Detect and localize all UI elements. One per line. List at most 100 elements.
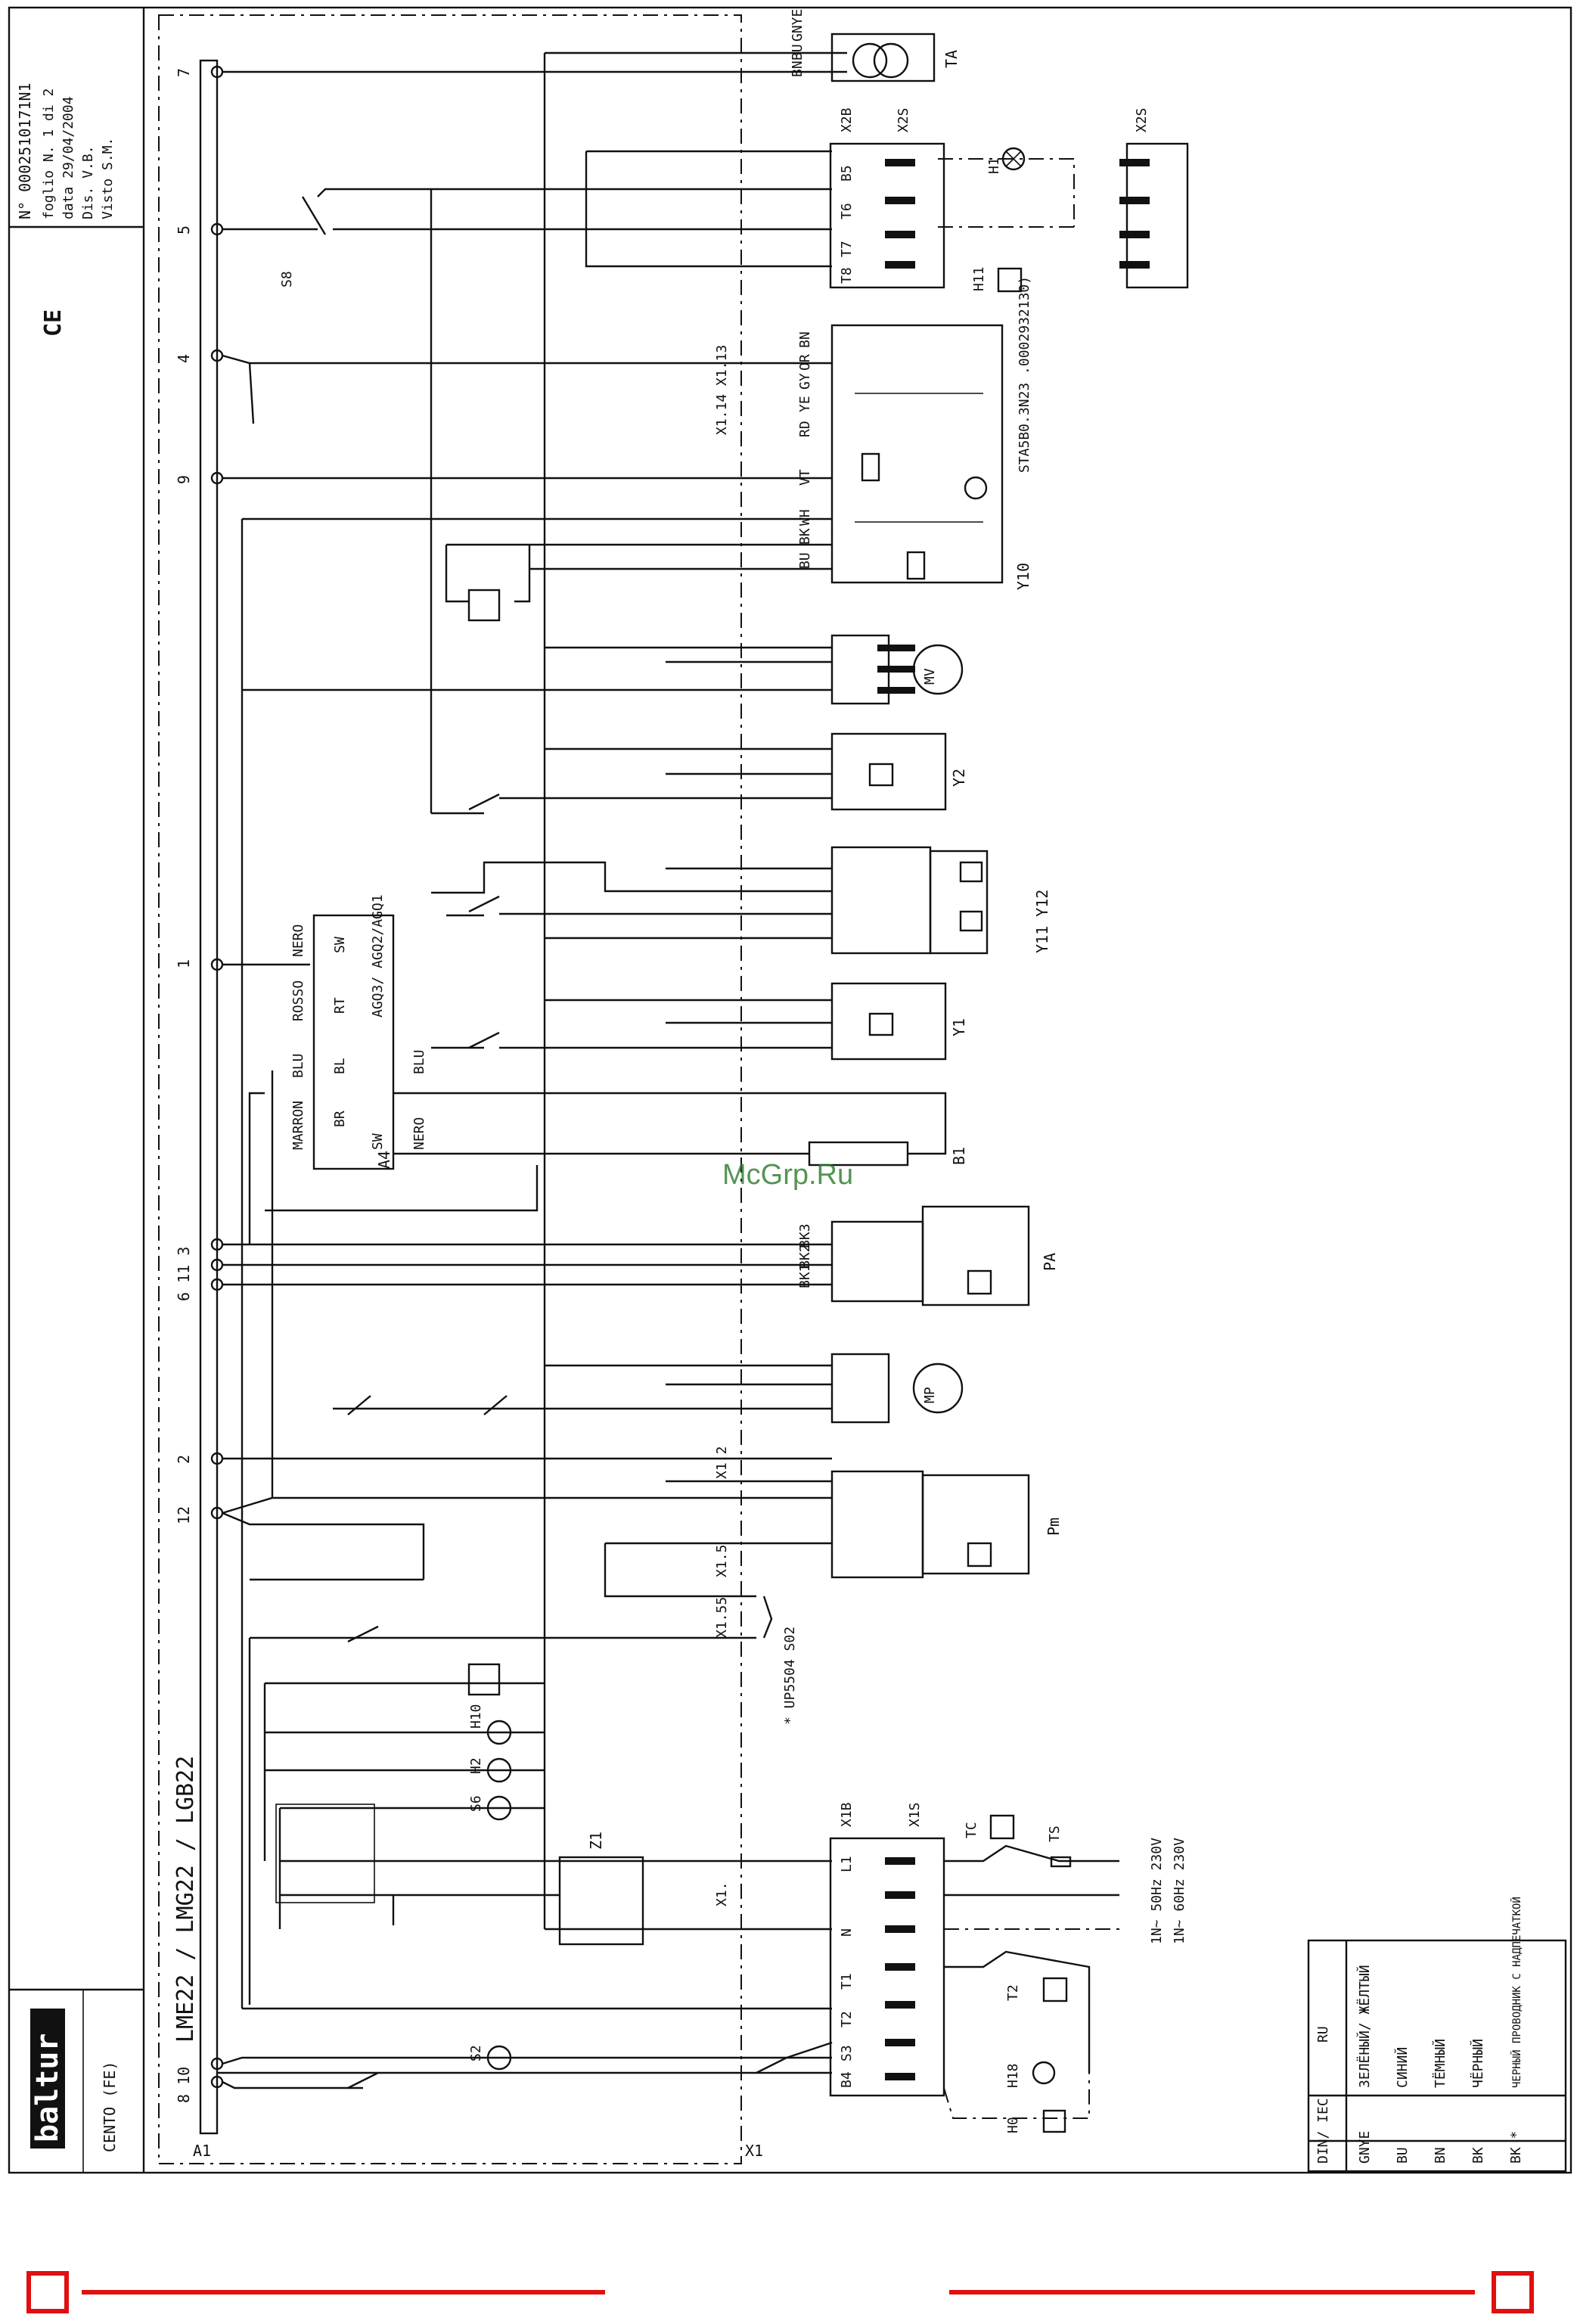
- svg-text:N: N: [839, 1928, 855, 1937]
- svg-text:5: 5: [175, 225, 193, 235]
- svg-text:NERO: NERO: [290, 924, 306, 957]
- mv-fan-motor: MV: [830, 634, 964, 705]
- svg-text:H11: H11: [971, 266, 987, 291]
- sheet-frame: [8, 6, 1572, 2174]
- x2-connector: X2B X2S B5 T6 T7 T8: [829, 107, 945, 289]
- svg-text:X1.55: X1.55: [714, 1597, 730, 1638]
- checked-by: Visto S.M.: [100, 138, 116, 219]
- svg-text:BR: BR: [332, 1111, 348, 1127]
- svg-text:S6: S6: [468, 1795, 484, 1812]
- svg-text:baltur: baltur: [30, 2034, 65, 2143]
- svg-text:AGQ3/ AGQ2/AGQ1: AGQ3/ AGQ2/AGQ1: [370, 894, 386, 1018]
- svg-text:7: 7: [175, 68, 193, 77]
- svg-text:X1.5: X1.5: [714, 1545, 730, 1577]
- pm-pressure-switch: Pm * UP5504 S02 X1.5 X1.55 X1.2: [714, 1446, 1063, 1725]
- svg-text:Z1: Z1: [587, 1832, 605, 1850]
- svg-text:Pm: Pm: [1045, 1518, 1063, 1536]
- relay-contacts: [347, 589, 508, 1696]
- svg-text:Y1: Y1: [950, 1018, 968, 1036]
- svg-text:H1: H1: [986, 157, 1002, 174]
- svg-text:YE: YE: [797, 396, 813, 412]
- svg-text:BK2: BK2: [797, 1244, 813, 1269]
- z1-filter: Z1: [558, 1832, 644, 1946]
- page-corner-markers: [26, 2271, 1534, 2313]
- svg-text:MV: MV: [922, 668, 938, 685]
- svg-text:BLU: BLU: [411, 1049, 427, 1074]
- svg-text:RU: RU: [1315, 2026, 1331, 2043]
- y10-gas-valve-control: STA5B0.3N23 .0002932130) Y10 BN OR GY YE…: [714, 276, 1032, 590]
- mp-pump-motor: MP: [830, 1353, 964, 1424]
- svg-text:BLU: BLU: [290, 1053, 306, 1078]
- svg-text:X1.14: X1.14: [714, 394, 730, 435]
- svg-text:T7: T7: [839, 241, 855, 257]
- svg-text:BN: BN: [797, 331, 813, 348]
- svg-text:DIN/ IEC: DIN/ IEC: [1315, 2098, 1331, 2164]
- main-wiring: [210, 51, 947, 2089]
- svg-text:1N~ 60Hz 230V: 1N~ 60Hz 230V: [1172, 1838, 1187, 1944]
- svg-text:BU: BU: [797, 552, 813, 569]
- svg-text:* UP5504 S02: * UP5504 S02: [782, 1626, 798, 1725]
- svg-text:ЗЕЛЁНЫЙ/ ЖЁЛТЫЙ: ЗЕЛЁНЫЙ/ ЖЁЛТЫЙ: [1356, 1965, 1373, 2088]
- svg-text:WH: WH: [797, 509, 813, 526]
- svg-text:H10: H10: [468, 1704, 484, 1729]
- a4-flame-module: A4 SW RT BL BR SW AGQ3/ AGQ2/AGQ1 NERO R…: [290, 894, 427, 1170]
- svg-text:Y2: Y2: [950, 769, 968, 787]
- svg-text:BU: BU: [790, 44, 806, 61]
- s8-switch: S8: [279, 196, 327, 287]
- svg-text:ROSSO: ROSSO: [290, 980, 306, 1021]
- pa-air-pressure-switch: PA BK3 BK2 BK1: [797, 1205, 1059, 1306]
- svg-text:ТЁМНЫЙ: ТЁМНЫЙ: [1432, 2039, 1448, 2088]
- svg-text:BN: BN: [790, 61, 806, 77]
- svg-text:GY: GY: [797, 373, 813, 390]
- svg-text:NERO: NERO: [411, 1117, 427, 1150]
- document-info: N° 0002510171N1 foglio N. 1 di 2 data 29…: [16, 82, 116, 219]
- svg-text:СИНИЙ: СИНИЙ: [1394, 2047, 1411, 2088]
- svg-text:PA: PA: [1041, 1253, 1059, 1271]
- svg-text:T8: T8: [839, 267, 855, 284]
- svg-text:9: 9: [175, 475, 193, 484]
- svg-text:RT: RT: [332, 997, 348, 1014]
- svg-text:1: 1: [175, 959, 193, 968]
- svg-text:BK: BK: [1470, 2147, 1486, 2164]
- y11-y12-valves: Y11 Y12: [830, 846, 1051, 955]
- panel-label-a1: A1: [193, 2142, 211, 2160]
- svg-text:MP: MP: [922, 1387, 938, 1403]
- h18-lamp: H1: [938, 147, 1075, 227]
- s6-switch: S6 S8: [275, 1804, 375, 1903]
- svg-text:X1B: X1B: [839, 1802, 855, 1827]
- svg-text:B5: B5: [839, 165, 855, 182]
- x2s-connector-right: X2S: [1119, 107, 1189, 289]
- svg-text:X1S: X1S: [907, 1802, 923, 1827]
- svg-text:RD: RD: [797, 421, 813, 437]
- control-box-enclosure: [158, 14, 742, 2164]
- svg-text:BK: BK: [797, 528, 813, 545]
- sheet-number: foglio N. 1 di 2: [41, 89, 57, 219]
- ta-transformer: TA GNYE BU BN: [790, 9, 961, 82]
- svg-text:12: 12: [175, 1506, 193, 1524]
- indicator-lamps: H10 H2 S6 S2: [468, 1704, 512, 2071]
- svg-text:T6: T6: [839, 203, 855, 219]
- label-ta: TA: [942, 50, 961, 68]
- color-legend-table: DIN/ IEC RU GNYE ЗЕЛЁНЫЙ/ ЖЁЛТЫЙ BU СИНИ…: [1307, 1897, 1567, 2173]
- svg-text:Y11 Y12: Y11 Y12: [1033, 890, 1051, 953]
- svg-text:BU: BU: [1395, 2147, 1411, 2164]
- svg-text:L1: L1: [839, 1856, 855, 1872]
- y2-valve: Y2: [830, 732, 968, 811]
- svg-text:GNYE: GNYE: [1357, 2131, 1373, 2164]
- svg-text:ЧЕРНЫЙ ПРОВОДНИК С НАДПЕЧАТКОЙ: ЧЕРНЫЙ ПРОВОДНИК С НАДПЕЧАТКОЙ: [1510, 1897, 1523, 2088]
- svg-text:GNYE: GNYE: [790, 9, 806, 42]
- b1-flame-sensor: B1: [808, 1141, 968, 1167]
- svg-text:Y10: Y10: [1014, 563, 1032, 590]
- svg-text:6 11 3: 6 11 3: [175, 1247, 193, 1301]
- svg-text:BK *: BK *: [1508, 2131, 1524, 2164]
- svg-text:1N~ 50Hz 230V: 1N~ 50Hz 230V: [1149, 1838, 1165, 1944]
- svg-text:OR: OR: [797, 354, 813, 371]
- svg-text:S3: S3: [839, 2045, 855, 2061]
- svg-text:STA5B0.3N23 .0002932130): STA5B0.3N23 .0002932130): [1017, 276, 1032, 473]
- svg-text:S8: S8: [279, 271, 295, 287]
- svg-text:B1: B1: [950, 1147, 968, 1165]
- svg-text:BL: BL: [332, 1058, 348, 1074]
- brand-logo: baltur: [30, 2009, 65, 2148]
- svg-text:8 10: 8 10: [175, 2067, 193, 2103]
